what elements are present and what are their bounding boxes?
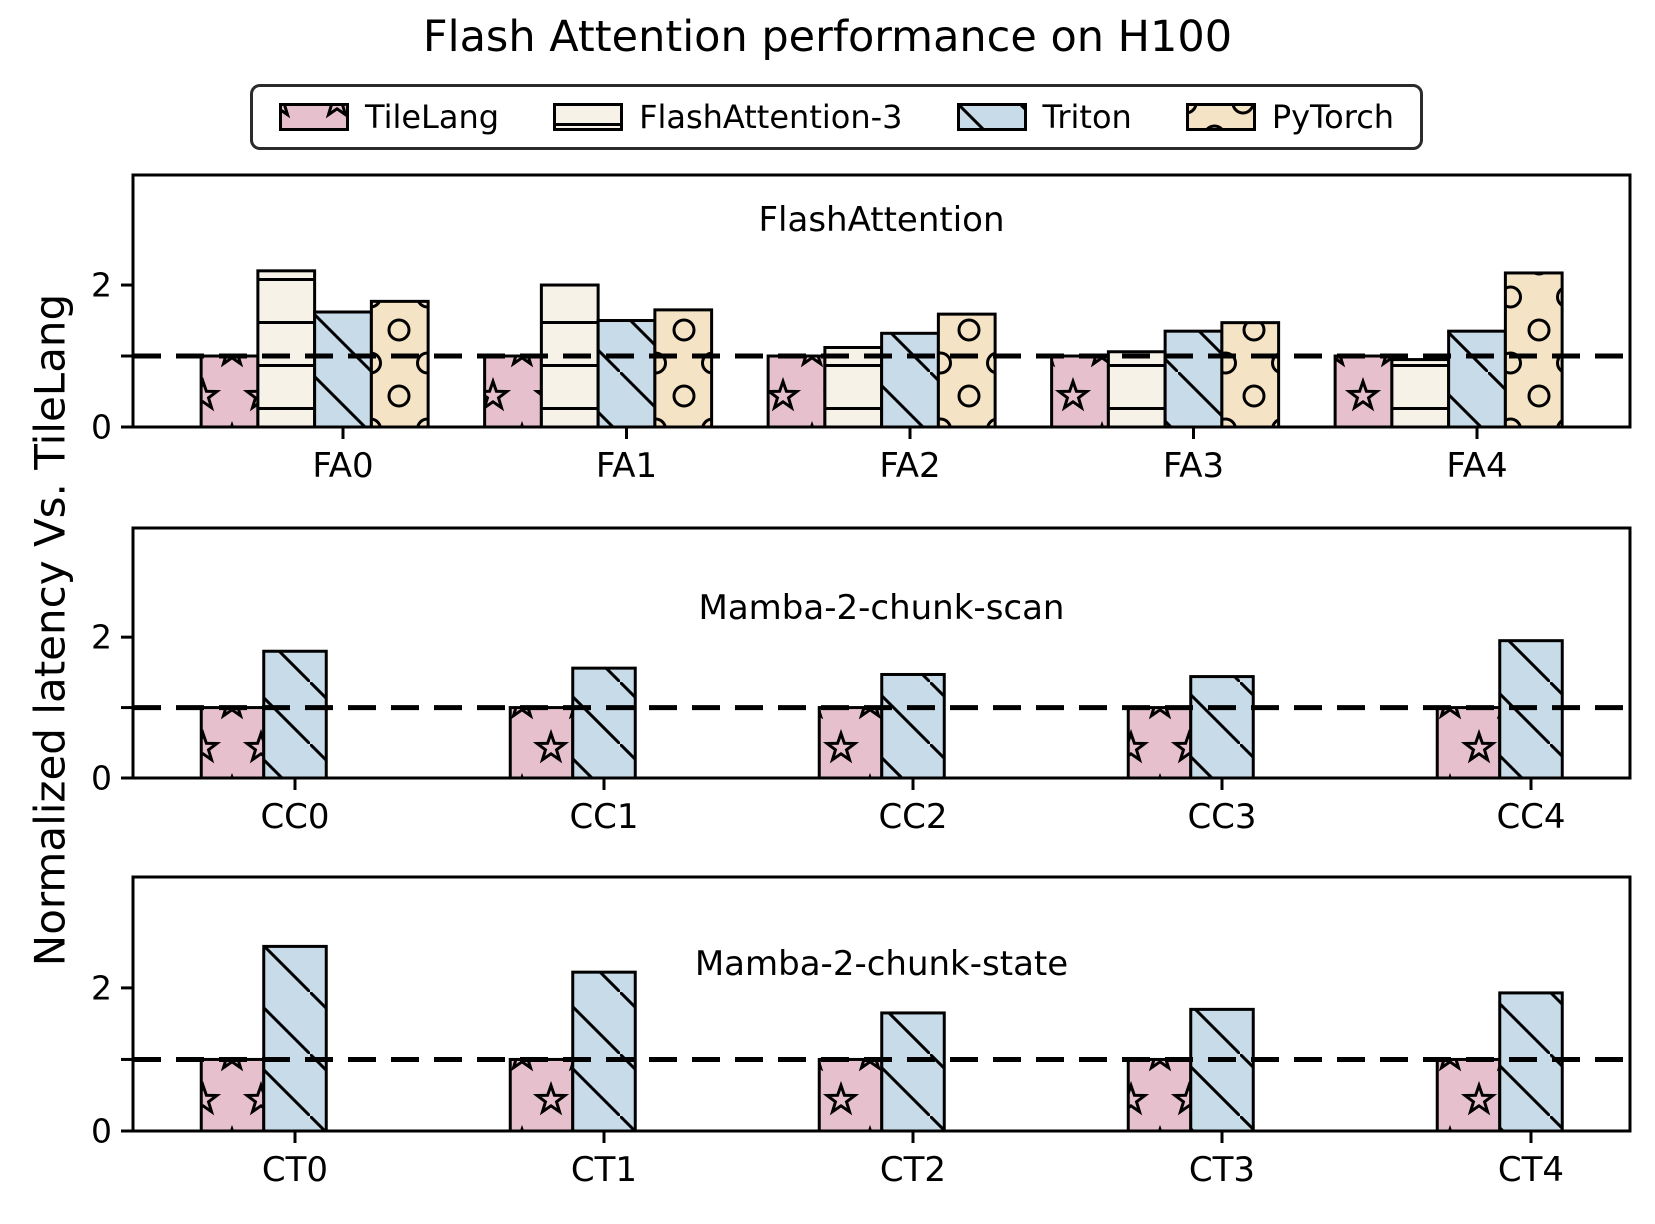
legend-label: TileLang bbox=[365, 98, 500, 136]
legend-swatch-hline-icon bbox=[553, 103, 624, 131]
bar-hatch-TileLang-CC3 bbox=[1126, 706, 1193, 780]
panel-title: FlashAttention bbox=[758, 200, 1004, 240]
bar-hatch-Triton-FA4 bbox=[1447, 329, 1507, 429]
y-tick-label: 0 bbox=[91, 759, 112, 798]
panel-title: Mamba-2-chunk-state bbox=[695, 944, 1068, 984]
x-tick-label-CC2: CC2 bbox=[878, 797, 947, 837]
bar-hatch-Triton-FA1 bbox=[596, 319, 657, 429]
bar-hatch-Triton-CC1 bbox=[571, 666, 637, 780]
x-tick-label-CT4: CT4 bbox=[1498, 1150, 1564, 1190]
bar-hatch-TileLang-FA1 bbox=[483, 354, 543, 429]
bar-hatch-TileLang-CC0 bbox=[199, 706, 266, 780]
bar-hatch-TileLang-FA2 bbox=[766, 354, 827, 429]
bar-hatch-TileLang-CC2 bbox=[817, 706, 884, 780]
bar-hatch-Triton-CT3 bbox=[1189, 1007, 1255, 1133]
legend-item-flashattention-3: FlashAttention-3 bbox=[553, 98, 903, 136]
bar-hatch-TileLang-CT4 bbox=[1435, 1057, 1502, 1133]
chart-legend: TileLang FlashAttention-3 Triton PyTorch bbox=[250, 84, 1424, 150]
legend-label: FlashAttention-3 bbox=[639, 98, 903, 136]
bar-hatch-Triton-FA3 bbox=[1163, 329, 1224, 429]
x-tick-label-CT1: CT1 bbox=[571, 1150, 637, 1190]
y-tick-label: 0 bbox=[91, 408, 112, 447]
bar-hatch-TileLang-FA0 bbox=[199, 354, 260, 429]
bar-hatch-FlashAttention-3-FA3 bbox=[1106, 350, 1167, 429]
axes-spines bbox=[131, 526, 1632, 780]
x-tick-label-CT2: CT2 bbox=[880, 1150, 946, 1190]
bar-hatch-Triton-CT1 bbox=[571, 970, 637, 1133]
bar-hatch-TileLang-CC1 bbox=[508, 706, 575, 780]
bar-hatch-TileLang-CT0 bbox=[199, 1057, 266, 1133]
y-tick-label: 2 bbox=[91, 968, 112, 1007]
bar-hatch-FlashAttention-3-FA2 bbox=[823, 345, 884, 429]
bar-hatch-PyTorch-FA1 bbox=[653, 308, 714, 429]
x-tick-label-FA0: FA0 bbox=[312, 446, 373, 486]
x-tick-label-FA3: FA3 bbox=[1163, 446, 1224, 486]
panel-title: Mamba-2-chunk-scan bbox=[699, 588, 1065, 628]
legend-swatch-circle-icon bbox=[1185, 103, 1256, 131]
axes-spines bbox=[131, 173, 1632, 429]
bar-hatch-FlashAttention-3-FA0 bbox=[256, 269, 317, 429]
axes-spines bbox=[131, 875, 1632, 1133]
bar-hatch-Triton-FA2 bbox=[880, 331, 940, 429]
legend-item-tilelang: TileLang bbox=[279, 98, 499, 136]
legend-swatch-star-icon bbox=[279, 103, 349, 131]
y-tick-label: 0 bbox=[91, 1112, 112, 1151]
legend-swatch-diag-icon bbox=[956, 103, 1027, 131]
x-tick-label-CC0: CC0 bbox=[260, 797, 329, 837]
x-tick-label-CT0: CT0 bbox=[262, 1150, 328, 1190]
bar-hatch-TileLang-CT3 bbox=[1126, 1057, 1193, 1133]
bar-hatch-Triton-CC3 bbox=[1189, 675, 1255, 780]
bar-hatch-Triton-CT2 bbox=[880, 1011, 946, 1133]
x-tick-label-CT3: CT3 bbox=[1189, 1150, 1255, 1190]
x-tick-label-FA1: FA1 bbox=[596, 446, 657, 486]
chart-title: Flash Attention performance on H100 bbox=[422, 12, 1233, 62]
x-tick-label-FA4: FA4 bbox=[1446, 446, 1507, 486]
x-tick-label-CC3: CC3 bbox=[1187, 797, 1256, 837]
bar-hatch-PyTorch-FA2 bbox=[936, 312, 997, 429]
bar-hatch-Triton-CT0 bbox=[262, 944, 328, 1133]
bar-hatch-PyTorch-FA4 bbox=[1503, 271, 1564, 429]
y-tick-label: 2 bbox=[91, 618, 112, 657]
x-tick-label-CC4: CC4 bbox=[1496, 797, 1565, 837]
bar-hatch-Triton-CC2 bbox=[880, 672, 946, 780]
bar-hatch-Triton-FA0 bbox=[313, 310, 373, 429]
legend-item-pytorch: PyTorch bbox=[1185, 98, 1395, 136]
legend-item-triton: Triton bbox=[956, 98, 1132, 136]
bar-hatch-PyTorch-FA0 bbox=[369, 299, 430, 429]
x-tick-label-FA2: FA2 bbox=[879, 446, 940, 486]
bar-hatch-Triton-CC0 bbox=[262, 649, 328, 780]
y-tick-label: 2 bbox=[91, 266, 112, 305]
bar-hatch-TileLang-CT2 bbox=[817, 1057, 884, 1133]
x-tick-label-CC1: CC1 bbox=[569, 797, 638, 837]
bar-hatch-TileLang-FA3 bbox=[1050, 354, 1110, 429]
bar-hatch-TileLang-FA4 bbox=[1333, 354, 1394, 429]
bar-hatch-TileLang-CC4 bbox=[1435, 706, 1502, 780]
bar-hatch-PyTorch-FA3 bbox=[1220, 321, 1281, 429]
legend-label: Triton bbox=[1042, 98, 1132, 136]
bar-hatch-Triton-CT4 bbox=[1498, 991, 1564, 1133]
bar-hatch-FlashAttention-3-FA4 bbox=[1390, 358, 1451, 429]
bar-hatch-TileLang-CT1 bbox=[508, 1057, 575, 1133]
legend-label: PyTorch bbox=[1271, 98, 1395, 136]
